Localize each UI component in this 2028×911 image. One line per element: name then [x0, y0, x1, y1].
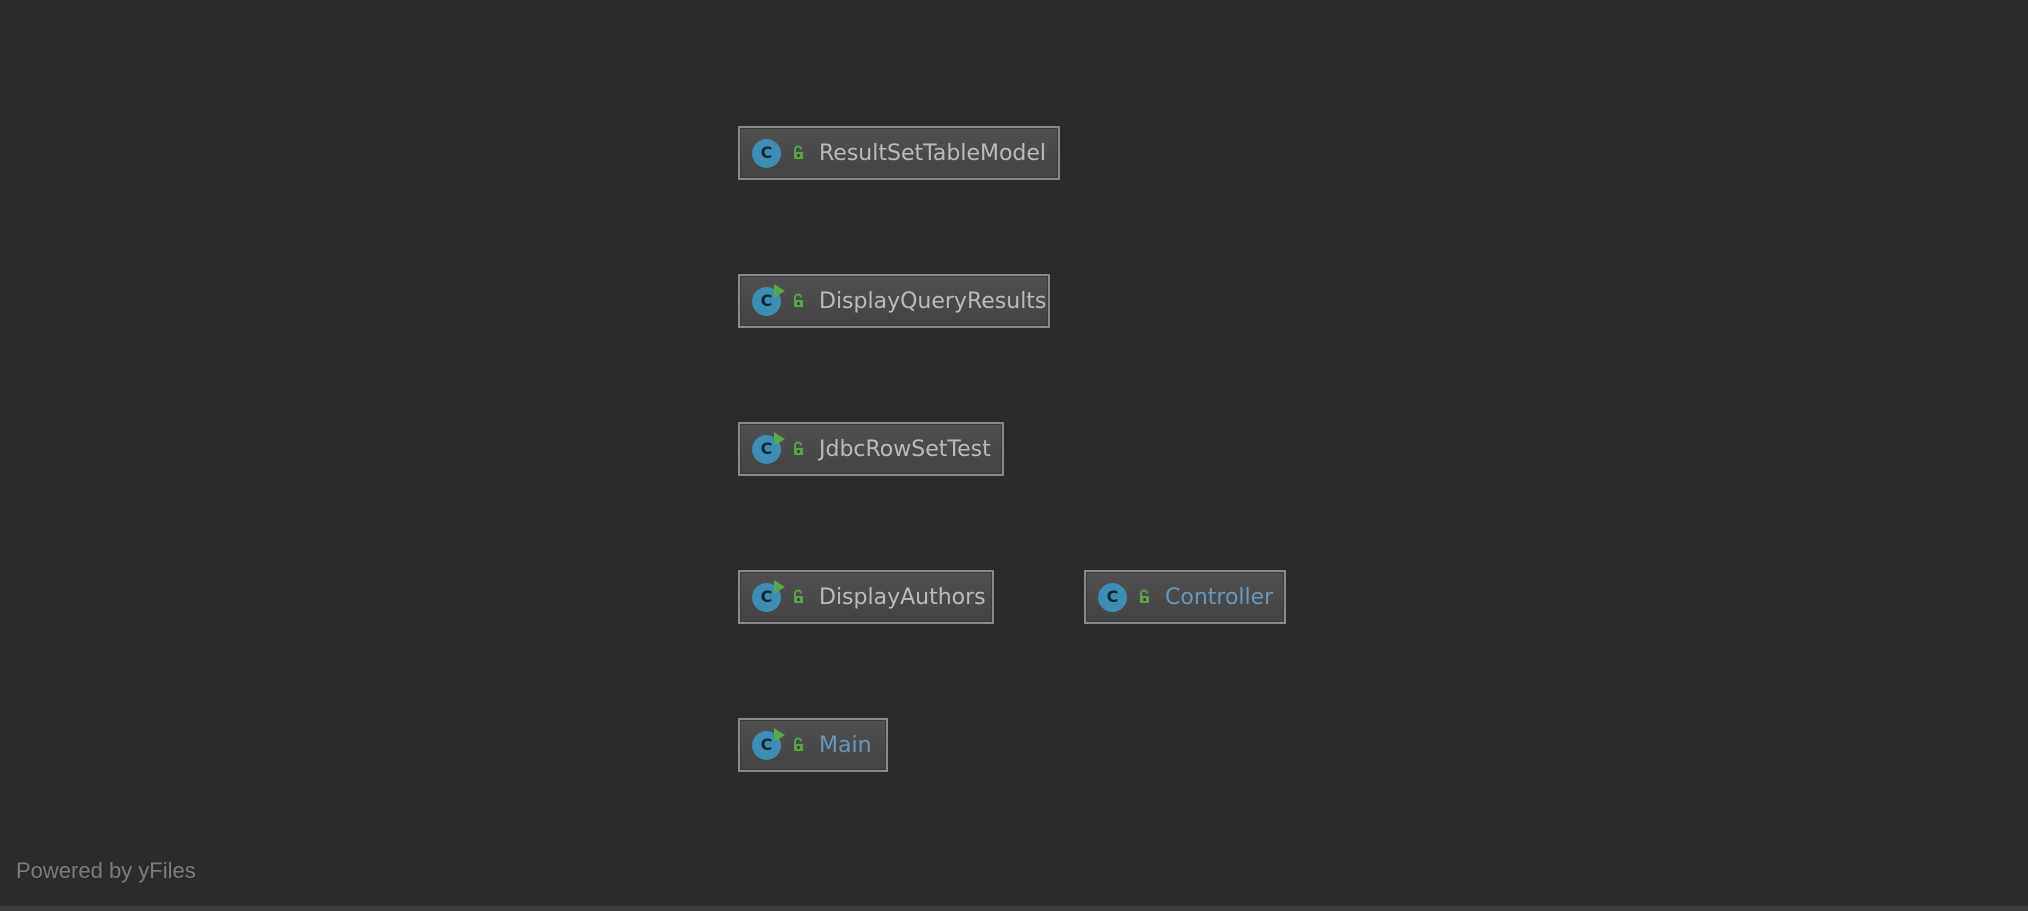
runnable-class-icon: C: [752, 727, 785, 760]
class-node-jdbc-row-set-test[interactable]: C JdbcRowSetTest: [738, 422, 1004, 476]
runnable-class-icon: C: [752, 579, 785, 612]
class-name: DisplayQueryResults: [819, 288, 1047, 314]
public-icon: [789, 588, 807, 606]
runnable-class-icon: C: [752, 431, 785, 464]
class-name: Controller: [1165, 584, 1274, 610]
public-icon: [1135, 588, 1153, 606]
runnable-class-icon: C: [752, 283, 785, 316]
class-node-result-set-table-model[interactable]: C ResultSetTableModel: [738, 126, 1060, 180]
class-node-main[interactable]: C Main: [738, 718, 888, 772]
run-badge-icon: [774, 579, 785, 594]
run-badge-icon: [774, 727, 785, 742]
class-node-display-query-results[interactable]: C DisplayQueryResults: [738, 274, 1050, 328]
run-badge-icon: [774, 283, 785, 298]
class-name: DisplayAuthors: [819, 584, 986, 610]
class-name: Main: [819, 732, 872, 758]
powered-by-label: Powered by yFiles: [16, 858, 196, 883]
class-name: ResultSetTableModel: [819, 140, 1047, 166]
class-name: JdbcRowSetTest: [819, 436, 991, 462]
public-icon: [789, 440, 807, 458]
public-icon: [789, 144, 807, 162]
bottom-divider: [0, 906, 2028, 911]
public-icon: [789, 736, 807, 754]
public-icon: [789, 292, 807, 310]
class-node-controller[interactable]: C Controller: [1084, 570, 1286, 624]
class-icon: C: [1098, 582, 1127, 612]
run-badge-icon: [774, 431, 785, 446]
class-icon: C: [752, 138, 781, 168]
class-node-display-authors[interactable]: C DisplayAuthors: [738, 570, 994, 624]
